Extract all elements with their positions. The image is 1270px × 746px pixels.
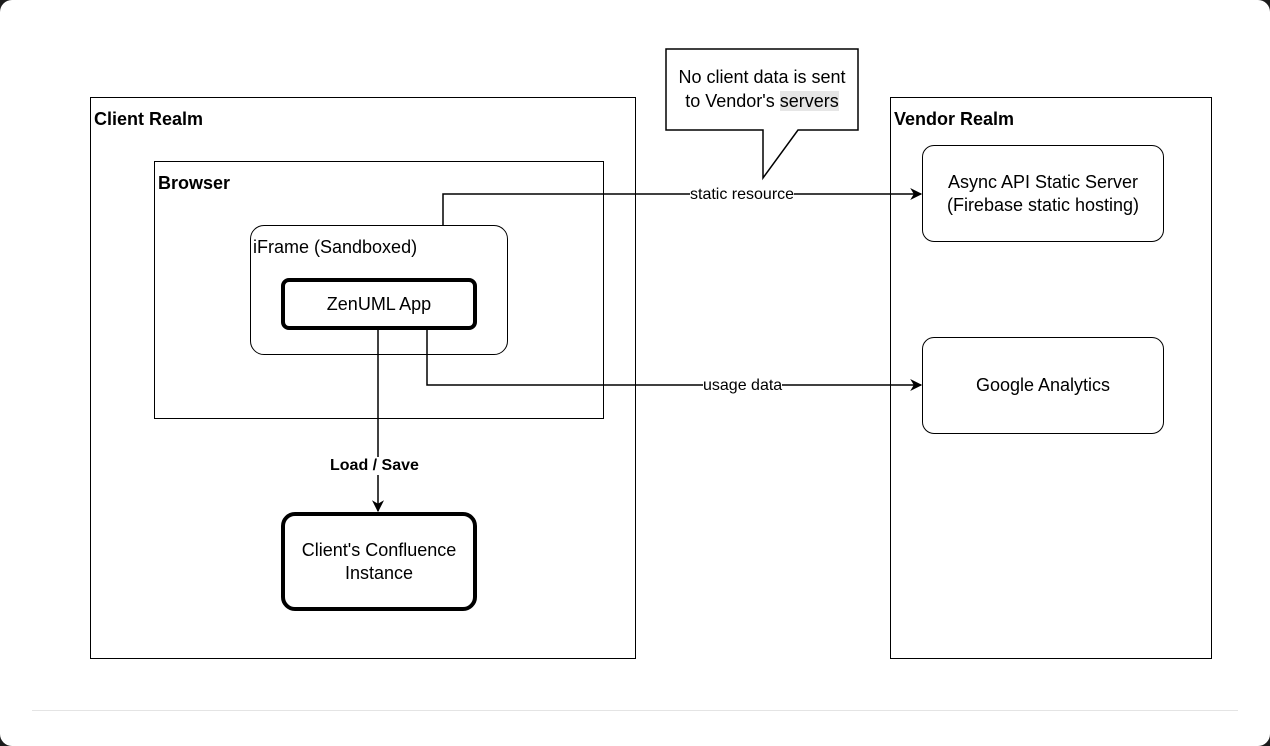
confluence-instance-node: Client's Confluence Instance <box>281 512 477 611</box>
callout-line2-prefix: to Vendor's <box>685 91 780 111</box>
iframe-title: iFrame (Sandboxed) <box>253 237 418 257</box>
callout-text: No client data is sent to Vendor's serve… <box>666 65 858 113</box>
zenuml-app-label: ZenUML App <box>326 293 432 314</box>
confluence-label-line2: Instance <box>344 562 414 583</box>
google-analytics-node: Google Analytics <box>922 337 1164 434</box>
zenuml-app-node: ZenUML App <box>281 278 477 330</box>
usage-data-connector <box>426 330 923 391</box>
usage-data-label: usage data <box>703 377 783 395</box>
footer-divider <box>32 710 1238 711</box>
load-save-label: Load / Save <box>330 457 419 475</box>
vendor-realm-title: Vendor Realm <box>894 109 1015 129</box>
browser-title: Browser <box>158 173 231 193</box>
static-server-label-line2: (Firebase static hosting) <box>946 194 1140 215</box>
callout-line2-highlight: servers <box>779 91 839 111</box>
static-resource-label: static resource <box>690 186 795 204</box>
callout-line1: No client data is sent <box>678 67 846 87</box>
confluence-label-line1: Client's Confluence <box>301 539 457 560</box>
static-resource-connector <box>442 188 923 225</box>
google-analytics-label: Google Analytics <box>975 375 1111 395</box>
callout-bubble <box>665 48 859 181</box>
static-server-node: Async API Static Server (Firebase static… <box>922 145 1164 242</box>
client-realm-title: Client Realm <box>94 109 204 129</box>
static-server-label-line1: Async API Static Server <box>947 171 1139 192</box>
